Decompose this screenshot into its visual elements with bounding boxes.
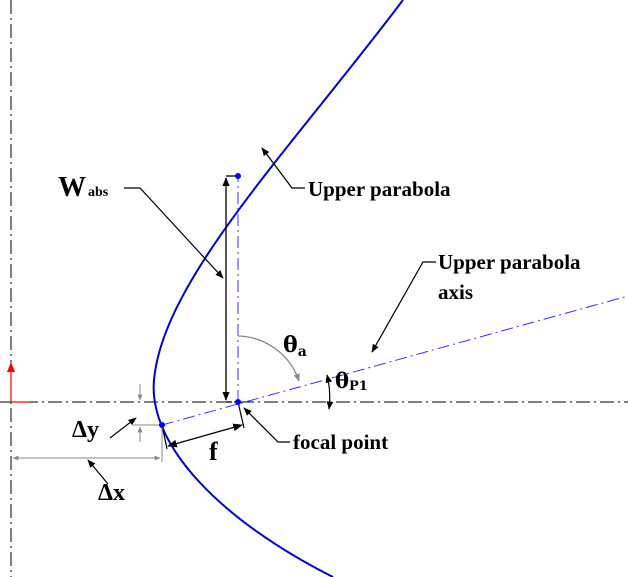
focal-point-leader bbox=[243, 407, 290, 443]
delta-y-label: Δy bbox=[72, 417, 99, 443]
upper-parabola-curve bbox=[152, 0, 404, 577]
origin-marker bbox=[7, 362, 30, 403]
f-label: f bbox=[209, 437, 218, 466]
theta-a-arc bbox=[237, 335, 300, 382]
delta-y-leader bbox=[109, 417, 137, 439]
vertex-point bbox=[159, 422, 165, 428]
w-abs-leader bbox=[124, 187, 224, 279]
w-abs-dimension bbox=[222, 175, 238, 403]
delta-x-leader bbox=[87, 459, 109, 485]
theta-p1-label: θP1 bbox=[335, 368, 368, 394]
upper-parabola-axis-line bbox=[161, 295, 628, 426]
delta-y-dimension bbox=[133, 384, 160, 442]
delta-x-label: Δx bbox=[98, 480, 125, 506]
upper-parabola-axis-label-line2: axis bbox=[438, 280, 473, 304]
focal-point-label: focal point bbox=[293, 430, 388, 454]
focal-point bbox=[235, 399, 241, 405]
upper-parabola-label: Upper parabola bbox=[308, 177, 451, 201]
f-dimension bbox=[161, 401, 245, 450]
delta-x-dimension bbox=[12, 428, 163, 462]
theta-a-label: θa bbox=[283, 332, 307, 360]
curve-top-point bbox=[235, 173, 241, 179]
upper-parabola-leader bbox=[261, 147, 305, 189]
upper-parabola-axis-label-line1: Upper parabola bbox=[438, 250, 581, 274]
upper-parabola-axis-leader bbox=[371, 261, 436, 353]
theta-p1-arc bbox=[325, 374, 334, 410]
